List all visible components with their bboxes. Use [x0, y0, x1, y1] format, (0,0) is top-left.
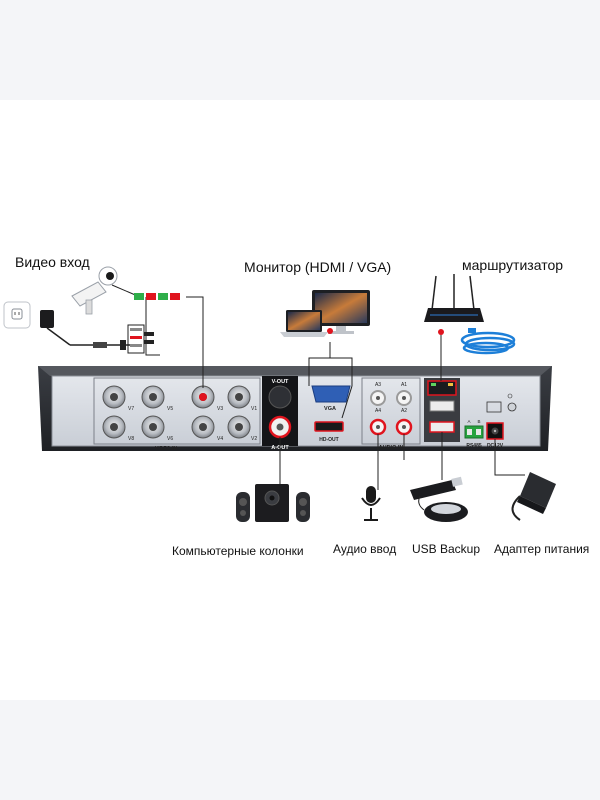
camera-to-power-line [145, 297, 160, 356]
bnc-connector-v7[interactable] [102, 385, 126, 409]
usb-port-2[interactable] [429, 421, 455, 433]
av-out-group: V-OUT A-OUT [262, 376, 298, 451]
hdmi-down-line [341, 385, 353, 419]
channel-label: V6 [167, 436, 173, 442]
channel-label: V3 [217, 406, 223, 412]
network-cable-icon [460, 328, 516, 355]
channel-label: V7 [128, 406, 134, 412]
bnc-connector-v6[interactable] [141, 415, 165, 439]
splitter-cable-icon [127, 324, 154, 354]
bnc-connector-v8[interactable] [102, 415, 126, 439]
vga-label: VGA [324, 406, 336, 412]
router-icon [424, 274, 484, 335]
label-audio-in: Аудио ввод [333, 542, 397, 556]
mouse-icon [418, 495, 468, 522]
highlight-marker [327, 328, 333, 334]
bnc-connector-v1[interactable] [227, 385, 251, 409]
video-output-ports: VGA HD-OUT [311, 385, 351, 443]
label-power-adapter: Адаптер питания [494, 542, 590, 556]
channel-label: V4 [217, 436, 223, 442]
power-supply-icon [40, 310, 130, 350]
label-router: маршрутизатор [462, 257, 564, 273]
usb-port-1[interactable] [429, 400, 455, 412]
bnc-connector-v4[interactable] [191, 415, 215, 439]
hdmi-port[interactable] [314, 421, 344, 432]
rs485-ab-label: B [477, 419, 480, 424]
channel-label: V2 [251, 436, 257, 442]
ground-screw-icon [507, 402, 517, 412]
hd-out-label: HD-OUT [319, 437, 338, 443]
highlight-marker [438, 329, 444, 335]
microphone-icon [361, 486, 381, 521]
label-monitor: Монитор (HDMI / VGA) [244, 259, 392, 275]
v-out-label: V-OUT [272, 379, 289, 385]
rs485-label: RS485 [466, 443, 482, 449]
channel-label: V8 [128, 436, 134, 442]
audio-channel-label: A3 [375, 382, 381, 388]
label-usb-backup: USB Backup [412, 542, 481, 556]
power-outlet-icon [3, 301, 31, 329]
bnc-connector-v5[interactable] [141, 385, 165, 409]
lan-usb-stack [424, 378, 460, 442]
audio-in-label: AUDIO IN [379, 445, 404, 451]
camera-connectors-icon [134, 293, 180, 300]
monitor-to-vga-line [308, 342, 331, 386]
channel-label: V1 [251, 406, 257, 412]
connection-lines [145, 296, 525, 492]
dvr-diagram-svg: V7 V5 V3 V1 V8 V6 V4 V2 VIDEO IN V-OUT A… [3, 266, 556, 522]
rs485-ab-label: A [467, 419, 470, 424]
polarity-symbol [486, 401, 502, 413]
laptop-icon [280, 310, 328, 337]
top-band [0, 0, 600, 100]
vga-port[interactable] [311, 385, 351, 403]
ground-symbol-icon [507, 393, 513, 399]
label-video-in: Видео вход [15, 254, 90, 270]
power-adapter-icon [511, 472, 556, 521]
audio-channel-label: A2 [401, 408, 407, 414]
bottom-band [0, 700, 600, 800]
video-in-label: VIDEO IN [155, 446, 177, 452]
connection-diagram: Видео вход Монитор (HDMI / VGA) маршрути… [0, 100, 600, 700]
video-in-group: V7 V5 V3 V1 V8 V6 V4 V2 VIDEO IN [93, 377, 261, 452]
usb-flash-drive-icon [410, 476, 463, 500]
channel-label: V5 [167, 406, 173, 412]
highlight-marker [199, 393, 207, 401]
bnc-connector-v2[interactable] [227, 415, 251, 439]
speakers-icon [236, 484, 310, 522]
audio-channel-label: A1 [401, 382, 407, 388]
monitor-icon [312, 290, 370, 334]
monitor-to-hdmi-line [330, 357, 353, 386]
v-out-port[interactable] [268, 385, 292, 409]
label-speakers: Компьютерные колонки [172, 544, 304, 558]
power-line [494, 439, 525, 476]
audio-channel-label: A4 [375, 408, 381, 414]
camera-to-v3-line [186, 296, 204, 388]
camera-icon [71, 266, 141, 315]
